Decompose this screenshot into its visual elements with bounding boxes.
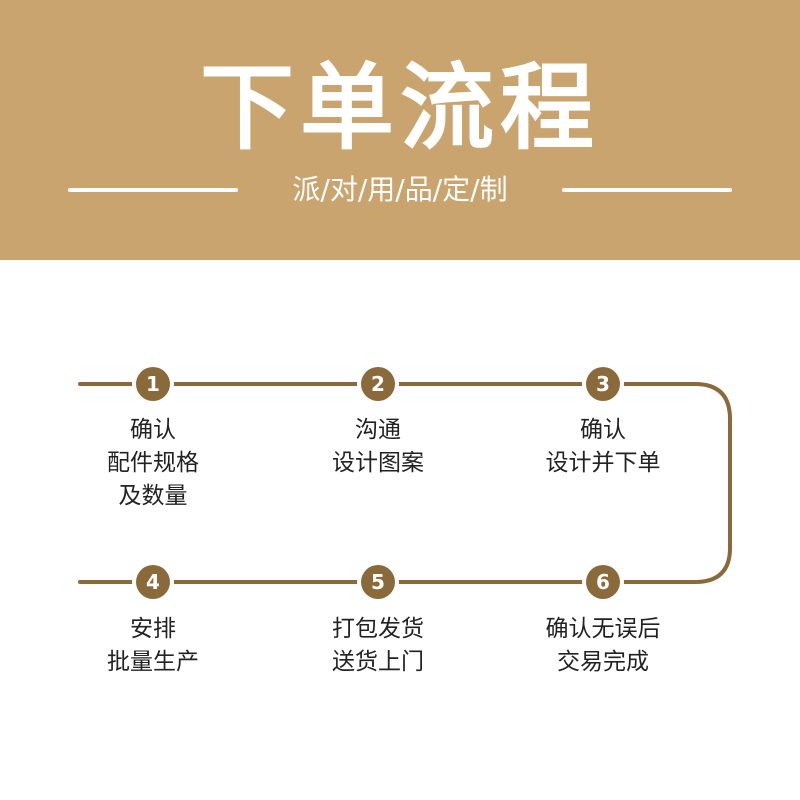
step-5-marker-circle [361,565,395,599]
step-1-line-3: 及数量 [118,483,188,509]
step-4-label: 安排 批量生产 [53,613,253,679]
subtitle-divider-left [68,188,238,192]
step-3-label: 确认 设计并下单 [503,414,703,480]
step-3-line-1: 确认 [580,417,626,443]
step-6-line-2: 交易完成 [557,649,649,675]
step-2-line-2: 设计图案 [332,450,424,476]
step-1-marker: 1 [132,363,174,405]
step-5-marker: 5 [357,561,399,603]
step-5-number: 5 [371,570,385,594]
step-6-label: 确认无误后 交易完成 [503,613,703,679]
step-3-marker: 3 [582,363,624,405]
step-1-label: 确认 配件规格 及数量 [53,414,253,513]
step-2-label: 沟通 设计图案 [278,414,478,480]
step-6-line-1: 确认无误后 [545,616,661,642]
step-1-line-1: 确认 [130,417,176,443]
step-4-line-1: 安排 [130,616,176,642]
subtitle-divider-right [562,188,732,192]
step-1-line-2: 配件规格 [107,450,199,476]
page-title: 下单流程 [199,54,600,163]
header-banner: 下单流程 派/对/用/品/定/制 [0,0,800,260]
step-5-label: 打包发货 送货上门 [278,613,478,679]
step-4-number: 4 [146,570,160,594]
step-5-line-1: 打包发货 [332,616,424,642]
step-3-number: 3 [596,372,610,396]
flow-connector-line [78,382,732,584]
step-1-marker-circle [136,367,170,401]
step-2-number: 2 [371,372,385,396]
step-6-marker: 6 [582,561,624,603]
step-3-marker-circle [586,367,620,401]
step-5-line-2: 送货上门 [332,649,424,675]
step-6-number: 6 [596,570,610,594]
step-6-marker-circle [586,565,620,599]
page-subtitle: 派/对/用/品/定/制 [292,173,508,206]
step-3-line-2: 设计并下单 [545,450,661,476]
step-4-line-2: 批量生产 [107,649,199,675]
step-1-number: 1 [146,372,160,396]
step-2-line-1: 沟通 [355,417,401,443]
step-2-marker: 2 [357,363,399,405]
step-4-marker-circle [136,565,170,599]
step-2-marker-circle [361,367,395,401]
step-4-marker: 4 [132,561,174,603]
